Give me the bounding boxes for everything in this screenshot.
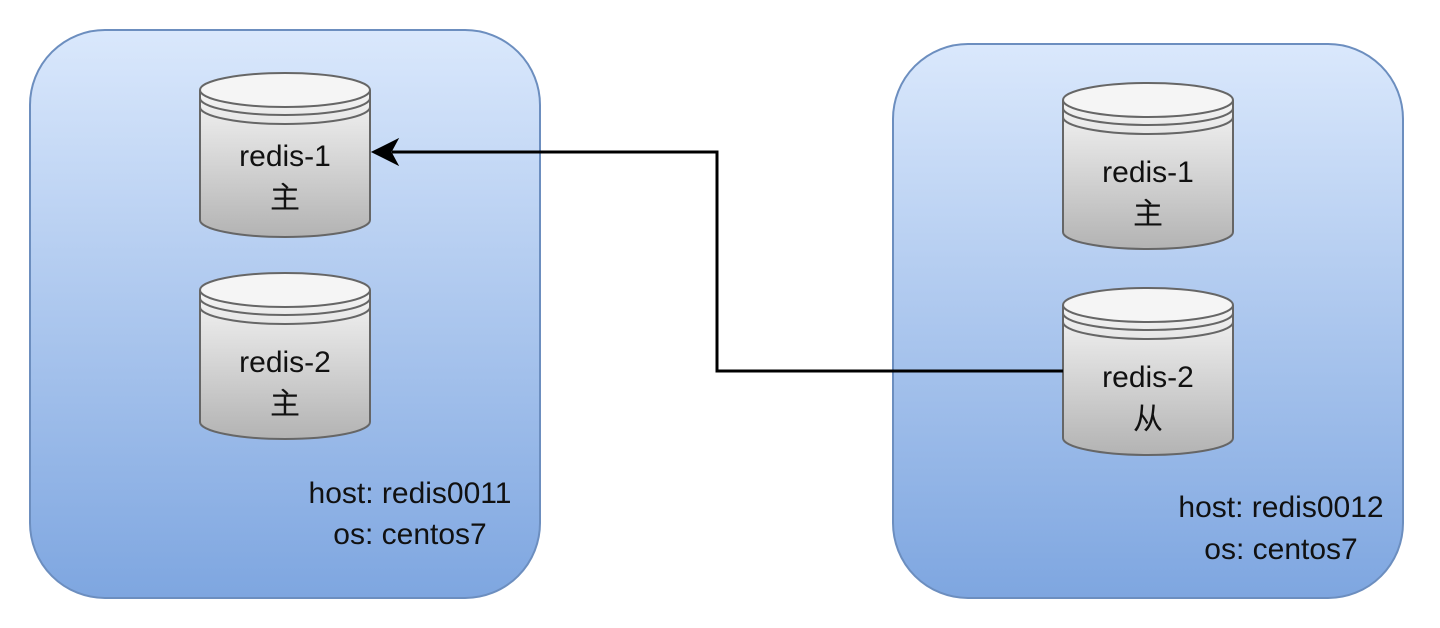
db-cylinder-host1-redis-2[interactable]: redis-2 主 — [199, 272, 371, 440]
db-cylinder-top — [199, 72, 371, 108]
db-cylinder-host2-redis-2[interactable]: redis-2 从 — [1062, 287, 1234, 456]
db-name-label: redis-2 — [239, 346, 331, 379]
replication-connector[interactable] — [370, 137, 1063, 373]
db-cylinder-ring — [199, 306, 371, 325]
db-name-label: redis-1 — [1102, 156, 1194, 189]
db-cylinder-ring — [1062, 116, 1234, 135]
db-cylinder-ring — [199, 97, 371, 116]
db-cylinder-ring — [1062, 107, 1234, 126]
host-os-label: os: centos7 — [1204, 533, 1357, 566]
db-cylinder-ring — [1062, 321, 1234, 340]
db-cylinder-body — [1062, 100, 1234, 250]
db-cylinder-body — [199, 90, 371, 238]
db-name-label: redis-2 — [1102, 361, 1194, 394]
db-cylinder-top — [1062, 82, 1234, 118]
connector-line — [392, 150, 1063, 373]
db-name-label: redis-1 — [239, 140, 331, 173]
db-cylinder-ring — [199, 106, 371, 125]
db-role-label: 从 — [1133, 403, 1163, 436]
arrowhead-icon — [370, 137, 400, 167]
host-box-redis0011[interactable]: redis-1 主 redis-2 主 host: redis0011 os: … — [29, 29, 541, 599]
host-box-redis0012[interactable]: redis-1 主 redis-2 从 host: redis0012 os: … — [892, 43, 1404, 599]
db-role-label: 主 — [1133, 198, 1163, 231]
host-name-label: host: redis0011 — [309, 477, 512, 510]
db-cylinder-body — [199, 290, 371, 440]
db-cylinder-top — [1062, 287, 1234, 323]
db-cylinder-ring — [199, 297, 371, 316]
db-cylinder-ring — [1062, 312, 1234, 331]
db-cylinder-host1-redis-1[interactable]: redis-1 主 — [199, 72, 371, 238]
db-role-label: 主 — [270, 182, 300, 215]
host-name-label: host: redis0012 — [1178, 491, 1383, 524]
db-cylinder-top — [199, 272, 371, 308]
db-cylinder-body — [1062, 305, 1234, 456]
db-cylinder-host2-redis-1[interactable]: redis-1 主 — [1062, 82, 1234, 250]
host-os-label: os: centos7 — [333, 518, 486, 551]
db-role-label: 主 — [270, 388, 300, 421]
